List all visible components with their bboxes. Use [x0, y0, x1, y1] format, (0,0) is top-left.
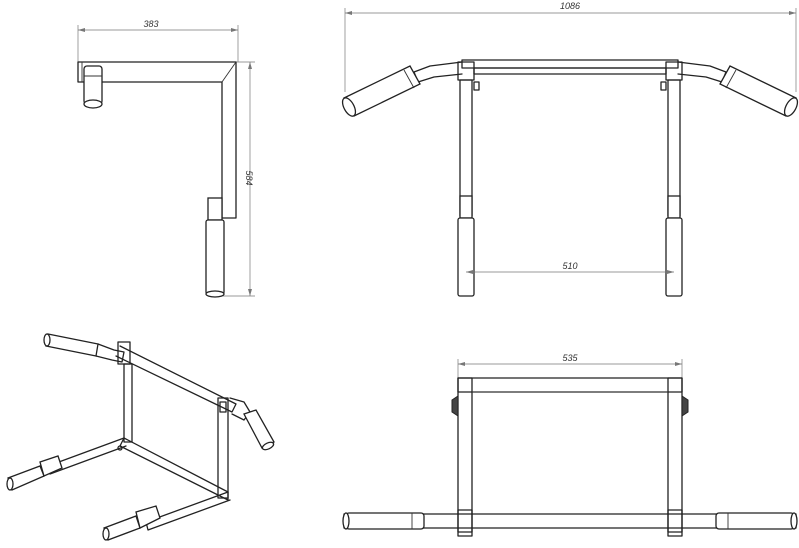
isometric-view	[6, 333, 275, 541]
front-view: 1086	[341, 1, 799, 297]
front-right-leg-grip	[665, 195, 683, 297]
side-view: 383 584	[77, 19, 255, 298]
top-left-grip	[342, 512, 425, 530]
side-leg-grip	[205, 197, 225, 298]
side-top-grip	[83, 65, 103, 109]
dimension-frame-width: 535	[457, 353, 683, 378]
iso-bottom-left-grip	[6, 455, 63, 491]
dimension-depth: 383	[77, 19, 239, 62]
dimension-leg-spacing: 510	[466, 261, 674, 274]
front-left-grip	[341, 65, 421, 117]
dimension-total-width: 1086	[344, 1, 797, 92]
front-right-grip	[719, 65, 799, 117]
iso-top-left-grip	[43, 333, 99, 357]
dimension-frame-width-label: 535	[562, 353, 578, 363]
iso-bottom-right-grip	[102, 505, 161, 541]
dimension-height: 584	[222, 61, 255, 297]
iso-top-right-grip	[243, 409, 275, 451]
front-left-leg-grip	[457, 195, 475, 297]
top-view: 535	[342, 353, 798, 537]
top-right-grip	[715, 512, 798, 530]
dimension-total-width-label: 1086	[560, 1, 580, 11]
dimension-height-label: 584	[244, 170, 254, 185]
dimension-depth-label: 383	[143, 19, 158, 29]
dimension-leg-spacing-label: 510	[562, 261, 577, 271]
